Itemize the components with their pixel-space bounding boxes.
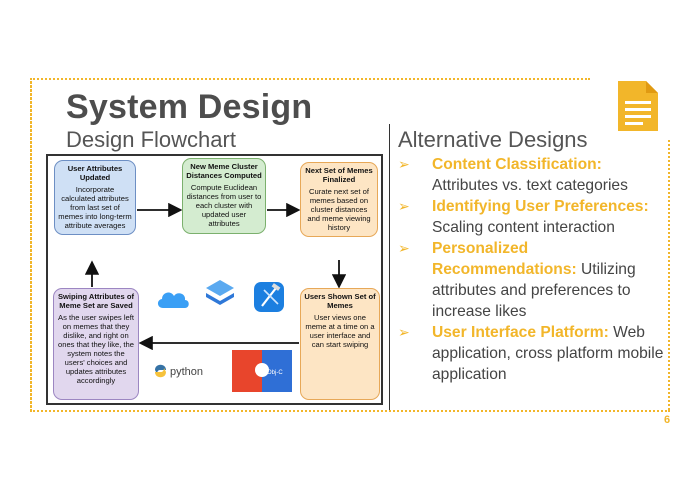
flowchart-subtitle: Design Flowchart [66, 127, 236, 152]
flow-box-body: Compute Euclidean distances from user to… [186, 182, 262, 228]
dotted-frame-top [30, 78, 590, 80]
dotted-frame-bottom [30, 410, 670, 412]
list-item: ➢ Personalized Recommendations: Utilizin… [398, 238, 668, 322]
slide-title: System Design [66, 88, 313, 126]
bullet-highlight: Content Classification: [432, 156, 602, 173]
flow-box-cluster-distances: New Meme Cluster Distances Computed Comp… [182, 158, 266, 234]
bullet-highlight: Personalized Recommendations: [432, 240, 577, 278]
flow-box-body: As the user swipes left on memes that th… [58, 312, 134, 385]
flow-arrows [84, 202, 347, 351]
arrow-bullet-icon: ➢ [398, 240, 410, 256]
xcode-icon [254, 282, 284, 312]
arrow-bullet-icon: ➢ [398, 156, 410, 172]
list-item: ➢ Content Classification: Attributes vs.… [398, 154, 668, 196]
flow-box-heading: User Attributes Updated [67, 164, 123, 182]
bullet-text: Attributes vs. text categories [432, 177, 628, 194]
flow-box-body: Incorporate calculated attributes from l… [58, 184, 132, 230]
list-item: ➢ Identifying User Preferences: Scaling … [398, 196, 668, 238]
layers-icon [206, 280, 234, 305]
flow-box-user-attributes: User Attributes Updated Incorporate calc… [54, 160, 136, 235]
python-logo-text: python [170, 366, 203, 378]
dotted-frame-left [30, 78, 32, 412]
alternatives-list: ➢ Content Classification: Attributes vs.… [398, 154, 668, 385]
flow-box-body: User views one meme at a time on a user … [305, 312, 375, 349]
bullet-text: Web application, cross platform mobile a… [432, 324, 664, 383]
flow-box-next-set: Next Set of Memes Finalized Curate next … [300, 162, 378, 237]
arrow-bullet-icon: ➢ [398, 324, 410, 340]
swift-objc-icon: Obj-C [232, 350, 292, 392]
bullet-text: Utilizing attributes and preferences to … [432, 261, 636, 320]
flow-box-heading: Next Set of Memes Finalized [305, 166, 373, 184]
python-icon: python [155, 364, 203, 378]
list-item: ➢ User Interface Platform: Web applicati… [398, 322, 668, 385]
document-icon [618, 81, 658, 131]
flow-box-heading: Swiping Attributes of Meme Set are Saved [57, 292, 135, 310]
page-number: 6 [664, 414, 671, 426]
bullet-highlight: Identifying User Preferences: [432, 198, 649, 215]
flow-box-heading: New Meme Cluster Distances Computed [186, 162, 262, 180]
alternatives-title: Alternative Designs [398, 127, 588, 152]
flow-box-swiping-attributes: Swiping Attributes of Meme Set are Saved… [53, 288, 139, 400]
icloud-icon [157, 292, 189, 308]
arrow-bullet-icon: ➢ [398, 198, 410, 214]
flow-box-body: Curate next set of memes based on cluste… [307, 186, 371, 232]
design-flowchart: User Attributes Updated Incorporate calc… [46, 154, 383, 405]
flow-box-heading: Users Shown Set of Memes [304, 292, 376, 310]
bullet-text: Scaling content interaction [432, 219, 615, 236]
dotted-frame-right [668, 140, 670, 410]
objc-logo-text: Obj-C [267, 370, 283, 376]
bullet-highlight: User Interface Platform: [432, 324, 609, 341]
flow-box-users-shown: Users Shown Set of Memes User views one … [300, 288, 380, 400]
column-divider [389, 124, 390, 410]
